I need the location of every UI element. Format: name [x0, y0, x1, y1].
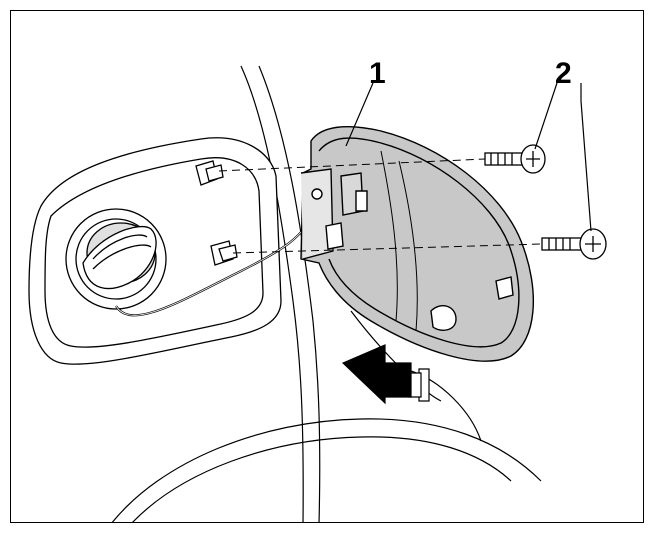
callout-1: 1: [369, 57, 386, 90]
diagram-frame: 1 2: [10, 10, 644, 523]
alignment-lines: [218, 158, 543, 254]
fuel-filler-flap: [300, 126, 535, 362]
diagram-illustration: [28, 65, 607, 522]
screw-lower: [541, 228, 607, 260]
screw-upper: [484, 144, 546, 174]
fuel-cap: [65, 208, 167, 310]
arrow-direction-icon: [341, 344, 430, 405]
leader-lines: [345, 82, 592, 232]
screw-icon: [526, 151, 540, 167]
callout-2: 2: [555, 57, 572, 90]
